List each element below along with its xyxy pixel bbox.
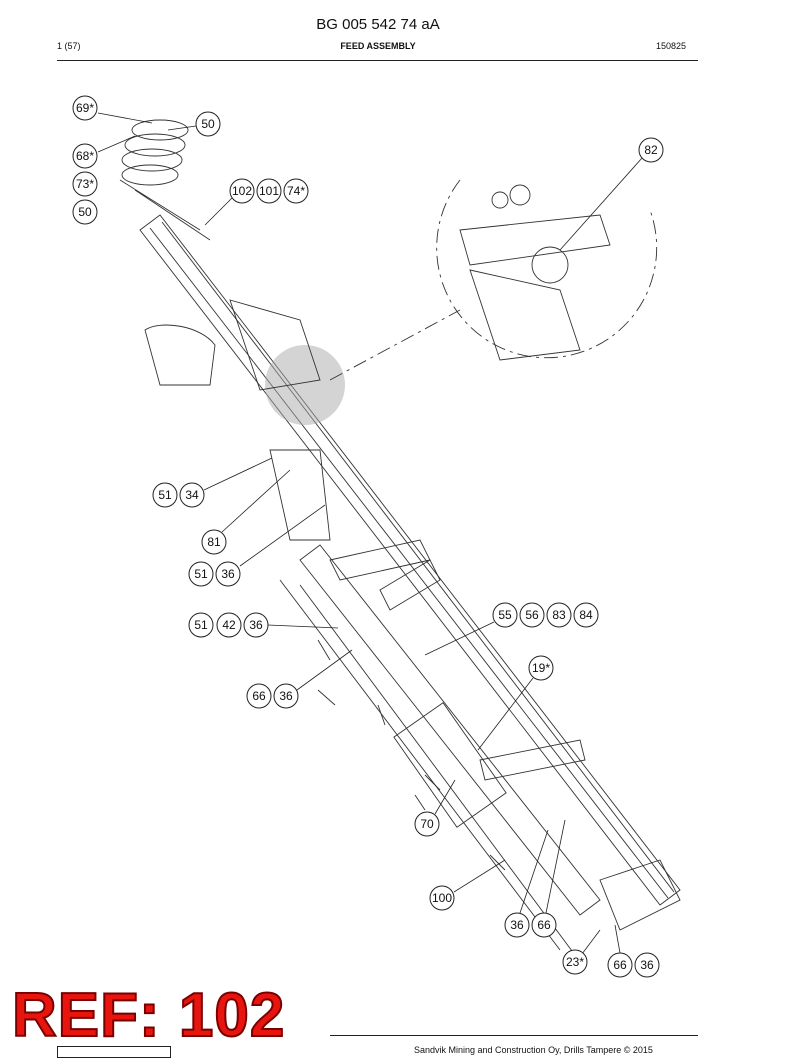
svg-text:84: 84 bbox=[579, 608, 593, 622]
svg-text:100: 100 bbox=[432, 891, 452, 905]
doc-date: 150825 bbox=[655, 41, 686, 51]
callout-69: 69* bbox=[72, 95, 153, 124]
callout-50-left: 50 bbox=[72, 199, 98, 225]
svg-text:66: 66 bbox=[537, 918, 551, 932]
callout-51-a: 51 bbox=[152, 482, 178, 508]
callout-34: 34 bbox=[179, 457, 273, 508]
callout-84: 84 bbox=[573, 602, 599, 628]
callout-36-a: 36 bbox=[215, 504, 326, 587]
callout-36-e: 36 bbox=[634, 952, 660, 978]
callout-102: 102 bbox=[204, 178, 255, 226]
callout-36-d: 36 bbox=[504, 829, 549, 938]
svg-text:66: 66 bbox=[252, 689, 266, 703]
svg-text:51: 51 bbox=[158, 488, 172, 502]
callout-70: 70 bbox=[414, 779, 456, 837]
callout-83: 83 bbox=[546, 602, 572, 628]
svg-text:74*: 74* bbox=[287, 184, 305, 198]
callout-74: 74* bbox=[283, 178, 309, 204]
svg-text:36: 36 bbox=[249, 618, 263, 632]
doc-number: BG 005 542 74 aA bbox=[316, 16, 440, 33]
doc-title: FEED ASSEMBLY bbox=[340, 41, 416, 51]
svg-text:83: 83 bbox=[552, 608, 566, 622]
svg-text:42: 42 bbox=[222, 618, 236, 632]
callout-36-c: 36 bbox=[273, 649, 353, 709]
footer-logo bbox=[57, 1046, 171, 1058]
callout-100: 100 bbox=[429, 859, 506, 911]
svg-text:55: 55 bbox=[498, 608, 512, 622]
svg-text:81: 81 bbox=[207, 535, 221, 549]
svg-text:102: 102 bbox=[232, 184, 252, 198]
svg-text:36: 36 bbox=[510, 918, 524, 932]
svg-text:36: 36 bbox=[640, 958, 654, 972]
svg-text:101: 101 bbox=[259, 184, 279, 198]
callout-50-top: 50 bbox=[167, 111, 221, 137]
header-rule bbox=[57, 60, 698, 61]
svg-text:50: 50 bbox=[78, 205, 92, 219]
svg-text:51: 51 bbox=[194, 618, 208, 632]
hose-reel bbox=[119, 119, 211, 241]
callout-73: 73* bbox=[72, 171, 98, 197]
svg-text:23*: 23* bbox=[566, 955, 584, 969]
callout-81: 81 bbox=[201, 469, 291, 555]
callout-68: 68* bbox=[72, 135, 136, 169]
callout-55: 55 bbox=[424, 602, 518, 656]
detail-view bbox=[329, 179, 658, 381]
svg-text:50: 50 bbox=[201, 117, 215, 131]
feed-beam bbox=[139, 214, 681, 956]
svg-text:34: 34 bbox=[185, 488, 199, 502]
svg-text:66: 66 bbox=[613, 958, 627, 972]
callout-56: 56 bbox=[519, 602, 545, 628]
footer-text: Sandvik Mining and Construction Oy, Dril… bbox=[414, 1045, 653, 1055]
callout-19: 19* bbox=[477, 655, 554, 751]
svg-text:51: 51 bbox=[194, 567, 208, 581]
callout-51-c: 51 bbox=[188, 612, 214, 638]
svg-text:36: 36 bbox=[279, 689, 293, 703]
callout-51-b: 51 bbox=[188, 561, 214, 587]
callout-66-a: 66 bbox=[246, 683, 272, 709]
callout-36-b: 36 bbox=[243, 612, 339, 638]
callout-42: 42 bbox=[216, 612, 242, 638]
callout-66-b: 66 bbox=[531, 819, 566, 938]
svg-text:69*: 69* bbox=[76, 101, 94, 115]
callout-101: 101 bbox=[256, 178, 282, 204]
svg-text:56: 56 bbox=[525, 608, 539, 622]
callout-23: 23* bbox=[562, 929, 601, 975]
svg-text:68*: 68* bbox=[76, 149, 94, 163]
footer-rule bbox=[330, 1035, 698, 1036]
svg-text:73*: 73* bbox=[76, 177, 94, 191]
svg-text:70: 70 bbox=[420, 817, 434, 831]
svg-text:82: 82 bbox=[644, 143, 658, 157]
svg-text:36: 36 bbox=[221, 567, 235, 581]
ref-stamp: REF: 102 bbox=[11, 981, 286, 1050]
svg-text:19*: 19* bbox=[532, 661, 550, 675]
callout-82: 82 bbox=[559, 137, 664, 251]
callout-66-c: 66 bbox=[607, 924, 633, 978]
page-index: 1 (57) bbox=[57, 41, 81, 51]
